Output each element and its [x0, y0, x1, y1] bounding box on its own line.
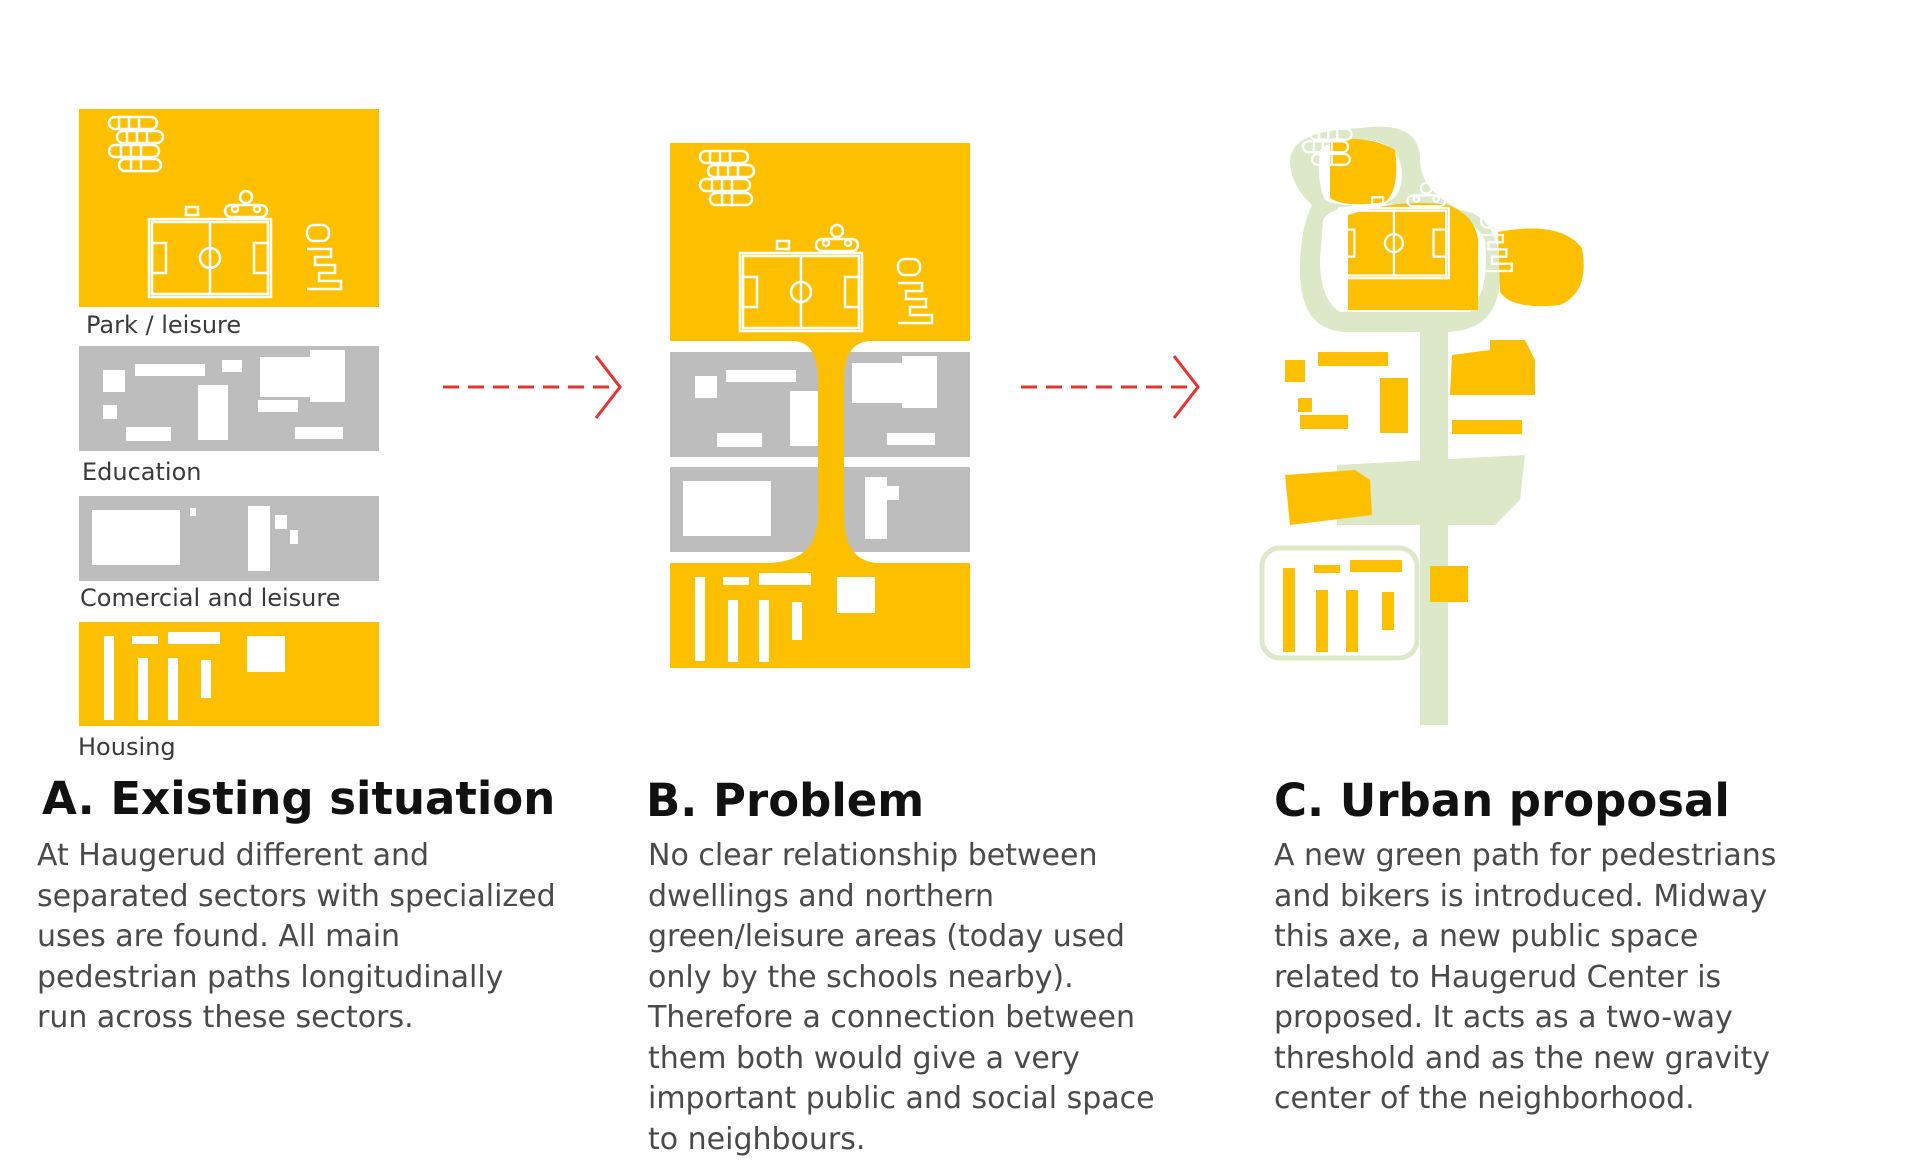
park-zone	[79, 109, 379, 307]
arrow-b-to-c	[1021, 355, 1200, 419]
park-core	[1348, 202, 1478, 310]
heading-urban-proposal: C. Urban proposal	[1274, 774, 1730, 827]
zone-label-education: Education	[82, 458, 202, 486]
heading-existing-situation: A. Existing situation	[42, 772, 556, 825]
park-zone	[670, 143, 970, 341]
proposal-education	[1285, 340, 1535, 434]
connection-corridor	[765, 341, 880, 563]
housing-outline	[1259, 545, 1420, 661]
zone-label-commercial: Comercial and leisure	[80, 584, 341, 612]
proposal-commercial	[1285, 470, 1372, 525]
education-buildings	[103, 350, 345, 441]
heading-problem: B. Problem	[646, 774, 925, 827]
arrow-a-to-b	[443, 355, 622, 419]
section-a-diagram	[79, 109, 379, 726]
description-urban-proposal: A new green path for pedestrians and bik…	[1274, 838, 1777, 1116]
housing-buildings	[104, 632, 285, 720]
zone-label-park: Park / leisure	[86, 311, 242, 339]
zone-label-housing: Housing	[78, 733, 176, 761]
commercial-buildings	[92, 506, 298, 571]
housing-zone	[79, 622, 379, 726]
description-existing-situation: At Haugerud different and separated sect…	[37, 838, 556, 1035]
proposal-housing	[1283, 560, 1468, 652]
section-c-diagram	[1259, 115, 1584, 725]
description-problem: No clear relationship between dwellings …	[648, 838, 1155, 1157]
housing-zone	[670, 563, 970, 668]
public-space	[1337, 455, 1525, 525]
section-b-diagram	[670, 143, 970, 668]
